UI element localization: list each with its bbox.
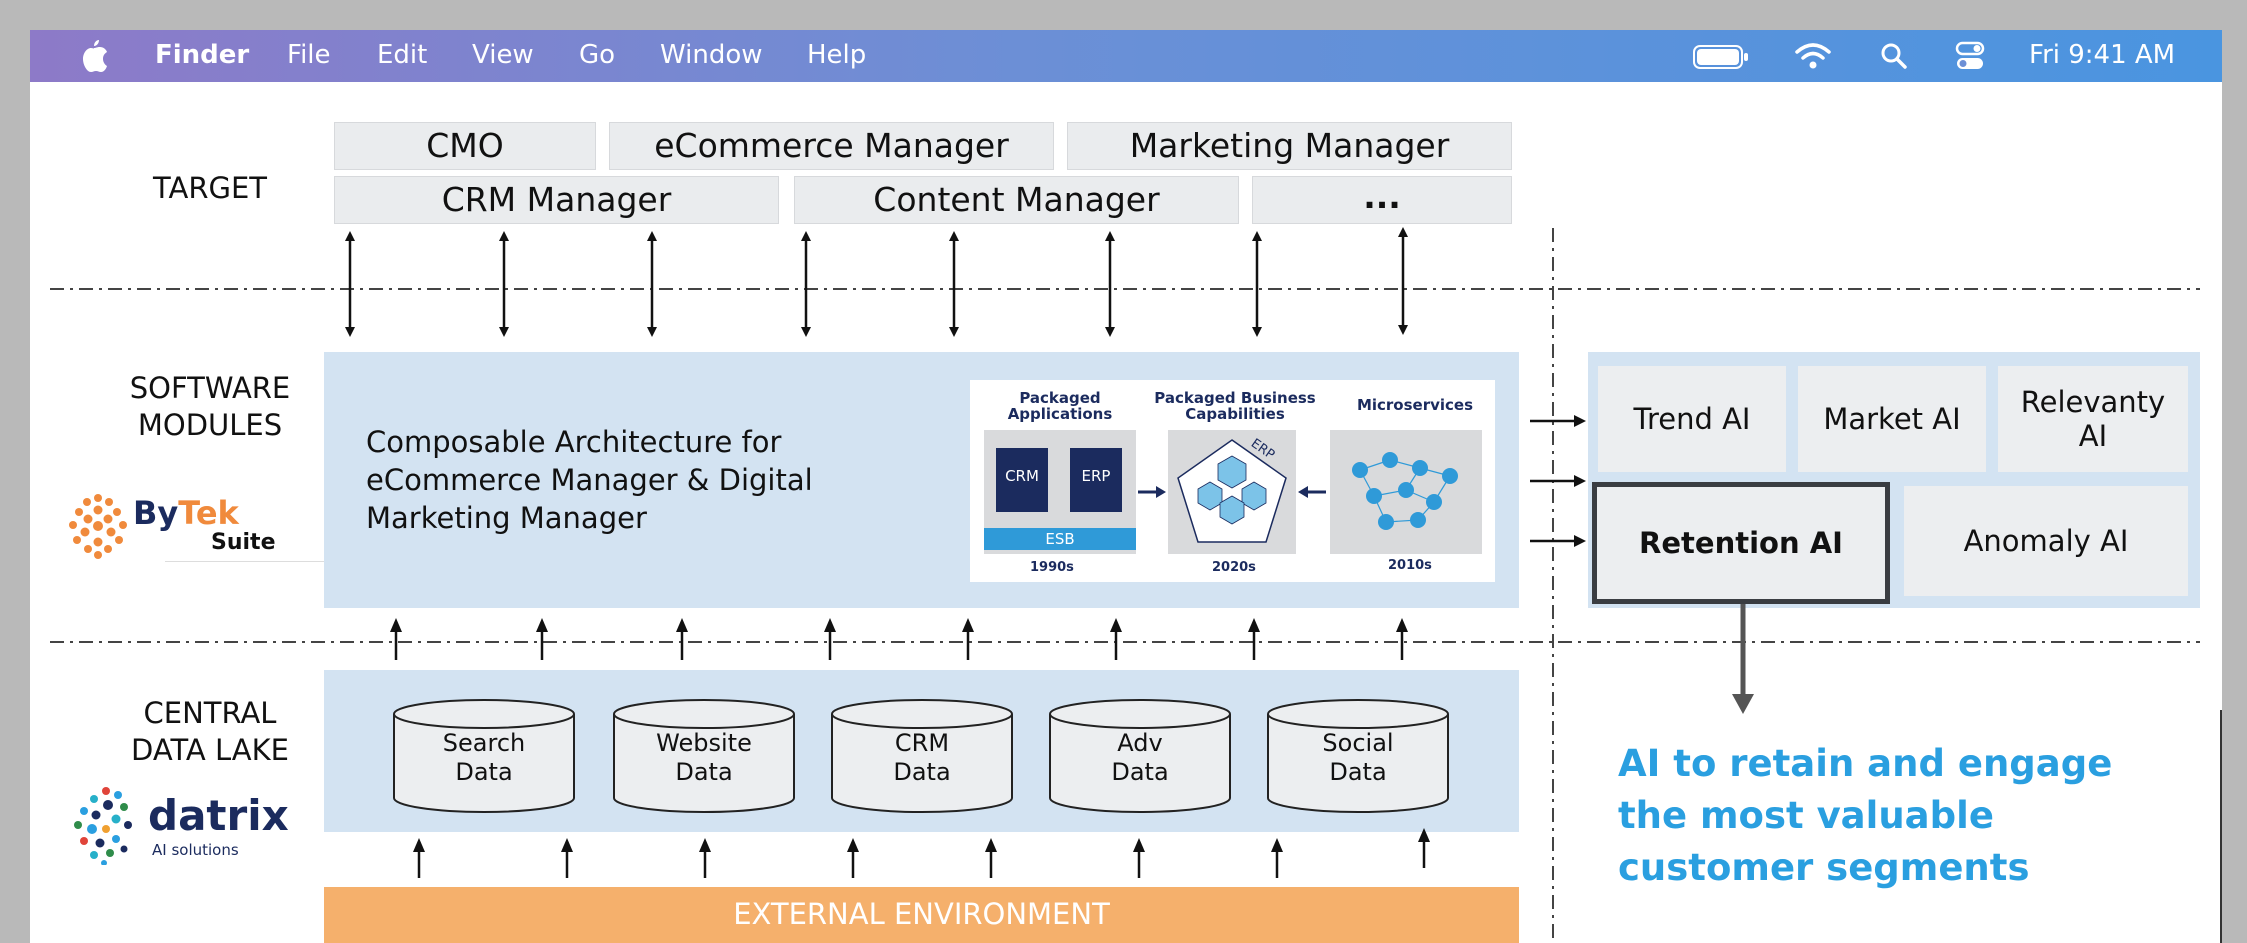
menu-edit[interactable]: Edit: [377, 40, 428, 70]
datrix-tagline: AI solutions: [152, 841, 239, 859]
lake-to-module-arrows: [390, 618, 1408, 660]
layer-label-software-modules: SOFTWARE MODULES: [129, 371, 291, 442]
architecture-evolution-figure: Packaged Applications Packaged Business …: [970, 380, 1495, 582]
evo-col2-title: Packaged Business Capabilities: [1154, 389, 1316, 423]
battery-icon[interactable]: [1693, 45, 1749, 69]
datrix-name: datrix: [148, 791, 289, 840]
external-to-lake-arrows: [413, 828, 1430, 878]
esb-bar: ESB: [984, 528, 1136, 550]
menu-app-name[interactable]: Finder: [155, 40, 250, 70]
module-market-ai: Market AI: [1798, 366, 1986, 472]
cylinder-adv: [1049, 714, 1231, 813]
role-content-manager: Content Manager: [794, 176, 1239, 224]
module-retention-ai: Retention AI: [1592, 482, 1890, 604]
bytek-logo: ByTek Suite: [65, 492, 345, 562]
crm-chip: CRM: [996, 448, 1048, 512]
datrix-dots-icon: [74, 787, 132, 865]
control-center-icon[interactable]: [1955, 41, 1985, 71]
retention-callout-arrow: [1732, 604, 1754, 714]
cylinder-website: [613, 714, 795, 813]
data-cylinders: [393, 699, 1449, 813]
cylinder-crm: [831, 714, 1013, 813]
evo-year-1990s: 1990s: [1030, 560, 1074, 575]
microservices-network-icon: [1352, 452, 1458, 530]
evo-col1-title: Packaged Applications: [1007, 389, 1113, 423]
menu-help[interactable]: Help: [807, 40, 867, 70]
module-trend-ai: Trend AI: [1598, 366, 1786, 472]
menu-file[interactable]: File: [287, 40, 331, 70]
screen-right-edge: [2220, 710, 2222, 943]
layer-separators: [50, 228, 2200, 943]
role-crm-manager: CRM Manager: [334, 176, 779, 224]
menu-window[interactable]: Window: [660, 40, 763, 70]
erp-chip: ERP: [1070, 448, 1122, 512]
layer-label-central-data-lake: CENTRAL DATA LAKE: [131, 696, 289, 767]
composable-architecture-text: Composable Architecture for eCommerce Ma…: [366, 425, 813, 535]
bytek-suite-underline: [165, 561, 335, 562]
evo-year-2020s: 2020s: [1212, 560, 1256, 575]
evo-year-2010s: 2010s: [1388, 558, 1432, 573]
target-module-arrows: [345, 227, 1408, 337]
module-connector-arrows: [1530, 415, 1586, 547]
apple-icon[interactable]: [80, 38, 108, 72]
desktop-screen: Finder File Edit View Go Window Help Fri…: [30, 30, 2222, 943]
bytek-suite: Suite: [211, 530, 276, 555]
role-cmo: CMO: [334, 122, 596, 170]
search-icon[interactable]: [1880, 42, 1908, 70]
cylinder-search: [393, 714, 575, 813]
evolution-arrows: [1138, 486, 1326, 498]
menu-bar: Finder File Edit View Go Window Help Fri…: [30, 30, 2222, 82]
capabilities-pentagon-icon: [1177, 439, 1287, 543]
retention-callout-text: AI to retain and engage the most valuabl…: [1618, 742, 2113, 889]
external-environment-bar: EXTERNAL ENVIRONMENT: [324, 887, 1519, 943]
menu-go[interactable]: Go: [579, 40, 616, 70]
role-more: ...: [1252, 176, 1512, 224]
module-anomaly-ai: Anomaly AI: [1904, 486, 2188, 596]
datrix-logo: datrix AI solutions: [72, 785, 312, 865]
bytek-name: ByTek: [133, 494, 239, 532]
menu-clock[interactable]: Fri 9:41 AM: [2029, 40, 2176, 70]
bytek-dots-icon: [69, 494, 127, 559]
role-ecommerce-manager: eCommerce Manager: [609, 122, 1054, 170]
wifi-icon[interactable]: [1795, 42, 1831, 70]
evo-col3-title: Microservices: [1356, 396, 1474, 414]
menu-view[interactable]: View: [472, 40, 534, 70]
layer-label-target: TARGET: [153, 171, 267, 205]
role-marketing-manager: Marketing Manager: [1067, 122, 1512, 170]
cylinder-social: [1267, 714, 1449, 813]
